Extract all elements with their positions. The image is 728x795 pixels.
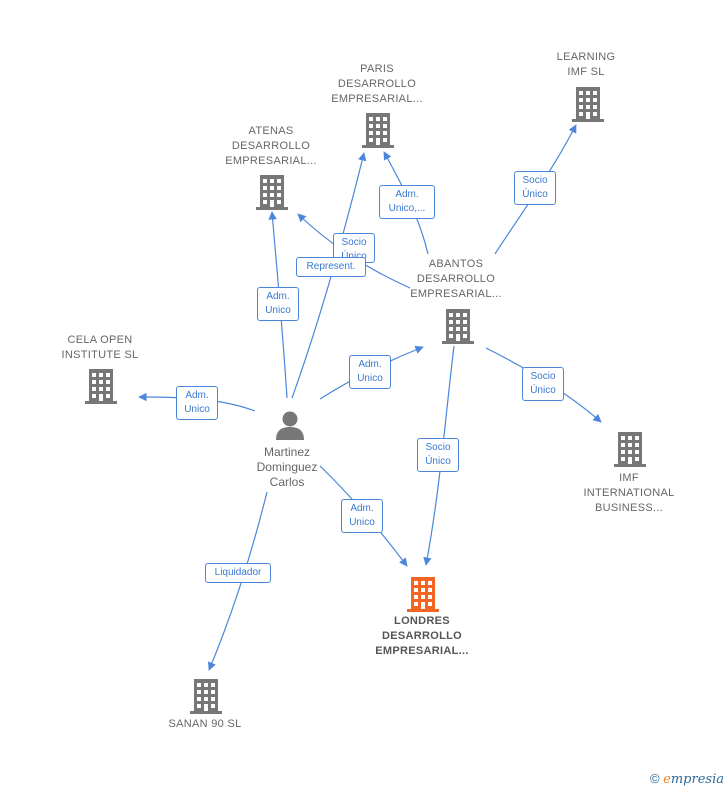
edge-label-person-abantos[interactable]: Adm. Unico [349, 355, 391, 389]
edge-label-abantos-imf[interactable]: Socio Único [522, 367, 564, 401]
edge-label-person-sanan[interactable]: Liquidador [205, 563, 271, 583]
abantos-building-icon[interactable] [442, 309, 474, 344]
edge-label-person-cela[interactable]: Adm. Unico [176, 386, 218, 420]
person-icon[interactable] [276, 411, 304, 441]
imf-building-icon[interactable] [614, 432, 646, 467]
cela-label[interactable]: CELA OPEN INSTITUTE SL [61, 334, 139, 361]
edge-label-abantos-learning[interactable]: Socio Único [514, 171, 556, 205]
edge-label-abantos-paris[interactable]: Adm. Unico,... [379, 185, 435, 219]
paris-building-icon[interactable] [362, 113, 394, 148]
paris-label[interactable]: PARIS DESARROLLO EMPRESARIAL... [331, 63, 423, 105]
cela-building-icon[interactable] [85, 369, 117, 404]
edge-label-person-atenas[interactable]: Adm. Unico [257, 287, 299, 321]
learning-label[interactable]: LEARNING IMF SL [556, 51, 616, 78]
sanan-building-icon[interactable] [190, 679, 222, 714]
abantos-label[interactable]: ABANTOS DESARROLLO EMPRESARIAL... [410, 258, 502, 300]
imf-label[interactable]: IMF INTERNATIONAL BUSINESS... [583, 472, 675, 514]
edge-person-sanan [208, 491, 268, 671]
edge-label-person-londres[interactable]: Adm. Unico [341, 499, 383, 533]
learning-building-icon[interactable] [572, 87, 604, 122]
londres-building-icon[interactable] [407, 577, 439, 612]
sanan-label[interactable]: SANAN 90 SL [168, 718, 242, 730]
atenas-building-icon[interactable] [256, 175, 288, 210]
copyright-icon: © [649, 771, 660, 786]
londres-label[interactable]: LONDRES DESARROLLO EMPRESARIAL... [375, 615, 469, 657]
person-label[interactable]: Martinez Dominguez Carlos [256, 445, 318, 489]
empresia-logo[interactable]: © empresia [649, 771, 724, 787]
edge-label-abantos-londres[interactable]: Socio Único [417, 438, 459, 472]
atenas-label[interactable]: ATENAS DESARROLLO EMPRESARIAL... [225, 125, 317, 167]
edge-label-person-paris[interactable]: Represent. [296, 257, 366, 277]
